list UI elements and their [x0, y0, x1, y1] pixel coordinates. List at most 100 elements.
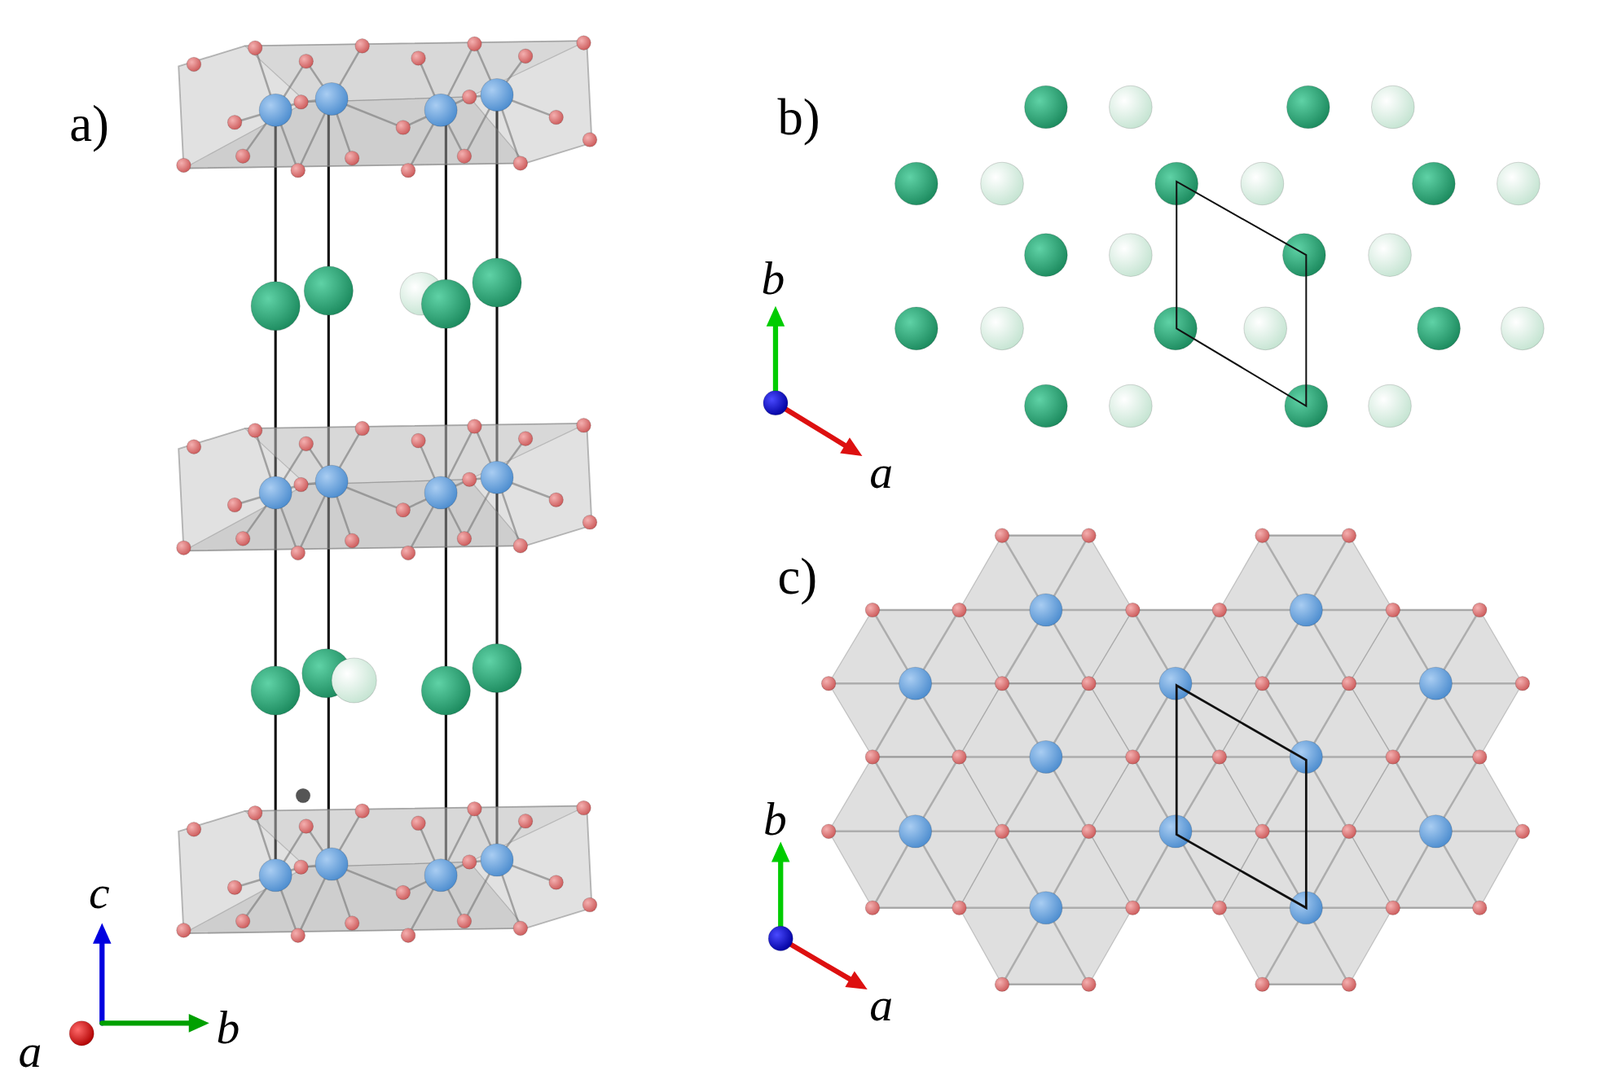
panel-label: a) — [69, 97, 110, 150]
octahedron-edge — [1261, 984, 1349, 987]
o-atom — [952, 750, 968, 765]
mn-atom — [899, 667, 932, 700]
mn-atom — [424, 859, 458, 893]
mn-atom — [259, 93, 292, 127]
cation-atom — [250, 281, 300, 331]
o-atom — [1255, 528, 1271, 544]
o-atom — [294, 477, 309, 493]
axis-label: b — [216, 1005, 241, 1053]
o-atom — [298, 53, 314, 69]
o-atom — [994, 676, 1010, 691]
o-atom — [1472, 602, 1488, 618]
cation-atom — [1154, 307, 1198, 351]
o-atom — [1385, 901, 1401, 916]
o-atom — [1081, 977, 1097, 993]
octahedron-face — [245, 423, 588, 485]
octahedron-edge — [1002, 534, 1089, 537]
axis-arrow — [99, 944, 105, 1025]
o-atom — [411, 51, 427, 66]
cation-site-partial — [1371, 85, 1415, 129]
cation-site-partial — [1368, 384, 1412, 428]
mn-atom — [315, 82, 348, 115]
octahedron-edge — [1261, 682, 1349, 686]
cation-site-partial — [1109, 85, 1153, 129]
cation-atom — [1024, 384, 1069, 428]
o-atom — [518, 814, 533, 830]
o-atom — [298, 819, 314, 835]
o-atom — [290, 928, 306, 944]
o-atom — [290, 162, 306, 178]
o-atom — [549, 875, 564, 891]
o-atom — [247, 806, 263, 822]
o-atom — [1081, 676, 1097, 691]
unit-cell — [1176, 685, 1306, 909]
axis-arrowhead — [189, 1014, 210, 1033]
o-atom — [865, 602, 880, 618]
o-atom — [994, 977, 1010, 993]
cation-site-partial — [1109, 384, 1153, 428]
o-atom — [411, 816, 427, 831]
axis-label: c — [88, 869, 110, 917]
cation-atom — [250, 666, 300, 716]
octahedron-edge — [1261, 534, 1349, 537]
octahedron-edge — [1393, 907, 1480, 910]
o-atom — [576, 800, 592, 816]
o-atom — [467, 802, 483, 818]
o-atom — [1341, 528, 1357, 544]
o-atom — [344, 533, 360, 549]
o-atom — [1515, 824, 1530, 840]
o-atom — [1385, 602, 1401, 618]
octahedron-edge — [1002, 682, 1089, 686]
octahedron-face — [183, 479, 526, 552]
o-atom — [186, 822, 202, 838]
mn-atom — [1289, 593, 1323, 627]
o-atom — [294, 860, 309, 875]
octahedron — [958, 831, 1133, 985]
o-atom — [1125, 750, 1141, 765]
octahedron-edge — [872, 609, 959, 612]
o-atom — [1212, 602, 1227, 618]
cation-atom — [472, 643, 522, 693]
o-atom — [461, 472, 477, 488]
o-atom — [176, 540, 192, 556]
o-atom — [582, 515, 598, 531]
axis-label: a — [869, 448, 893, 497]
o-atom — [395, 885, 411, 901]
cation-atom — [895, 307, 939, 351]
axis-label: b — [763, 795, 787, 844]
axis-arrowhead — [771, 841, 791, 862]
axis-arrow — [101, 1020, 189, 1026]
o-atom — [344, 916, 360, 932]
cation-site-partial — [980, 162, 1025, 206]
o-atom — [227, 497, 242, 513]
o-atom — [355, 421, 370, 436]
octahedron-face — [245, 40, 588, 102]
o-atom — [1212, 750, 1227, 765]
o-atom — [1385, 750, 1401, 765]
o-atom — [176, 923, 192, 939]
mn-atom — [1419, 667, 1452, 700]
o-atom — [400, 545, 416, 561]
o-atom — [549, 109, 564, 125]
mn-atom — [424, 93, 458, 127]
o-atom — [457, 149, 472, 164]
o-atom — [821, 676, 836, 691]
cation-atom — [1417, 307, 1461, 351]
panel-a-structure — [176, 35, 598, 944]
octahedron-edge — [1132, 609, 1219, 612]
octahedron-edge — [1132, 907, 1219, 910]
axis-arrowhead — [92, 923, 112, 945]
o-atom — [457, 914, 472, 929]
o-atom — [467, 419, 483, 435]
o-atom — [411, 433, 427, 449]
mn-atom — [480, 78, 514, 111]
o-atom — [467, 36, 483, 52]
o-atom — [235, 914, 251, 929]
o-atom — [395, 503, 411, 519]
o-atom — [549, 492, 564, 508]
o-atom — [1125, 602, 1141, 618]
o-atom — [518, 48, 533, 64]
o-atom — [952, 602, 968, 618]
o-atom — [582, 897, 598, 913]
o-atom — [1515, 676, 1530, 691]
